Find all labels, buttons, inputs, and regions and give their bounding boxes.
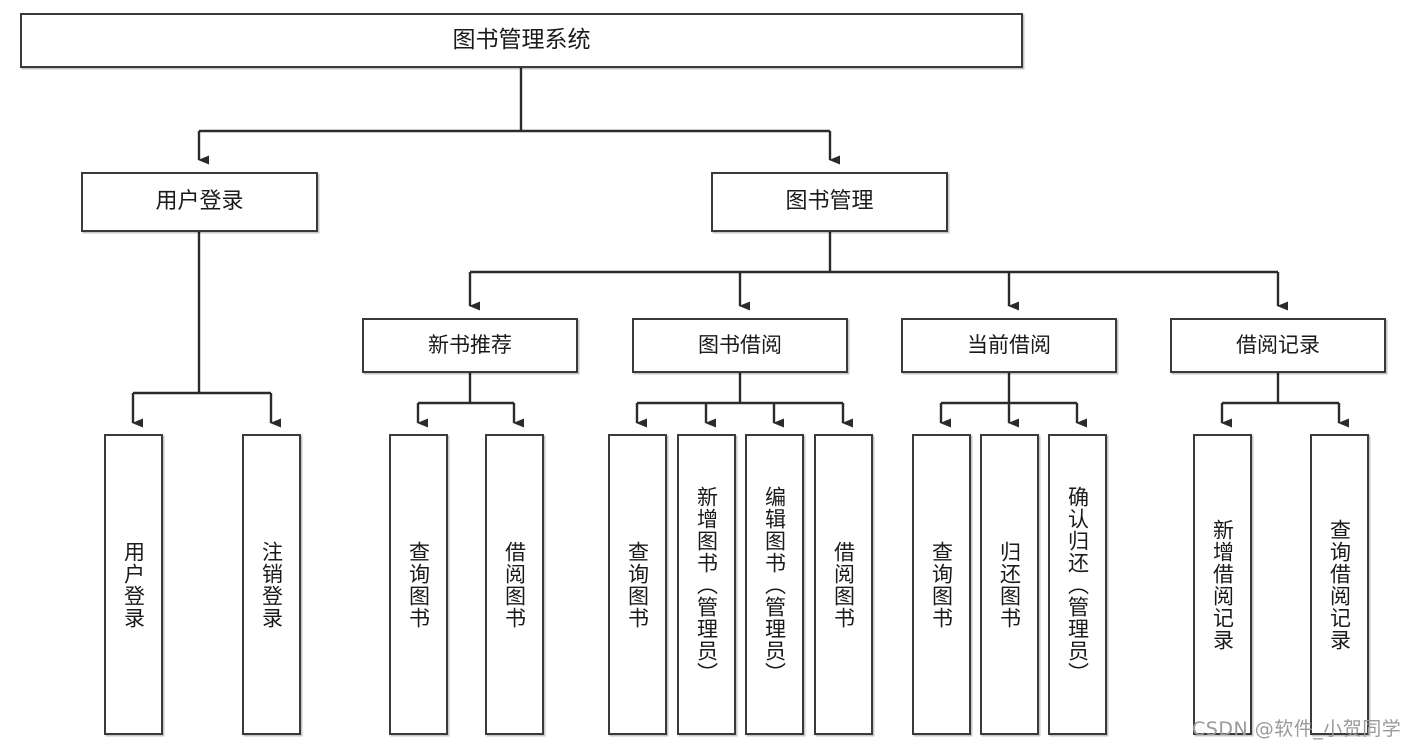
node-label: 新增图书（管理员） [694,485,719,684]
leaf-user-login-login[interactable]: 用户登录 [104,434,163,735]
leaf-new-book-borrow-book[interactable]: 借阅图书 [485,434,544,735]
node-label: 查询借阅记录 [1327,518,1352,651]
leaf-current-borrow-return-book[interactable]: 归还图书 [980,434,1039,735]
node-label: 查询图书 [929,540,954,629]
node-book-management[interactable]: 图书管理 [711,172,948,232]
node-root-book-management-system[interactable]: 图书管理系统 [20,13,1023,68]
node-current-borrow[interactable]: 当前借阅 [901,318,1117,373]
node-label: 借阅记录 [1236,332,1320,357]
node-label: 借阅图书 [502,540,527,629]
leaf-borrow-record-query-record[interactable]: 查询借阅记录 [1310,434,1369,735]
node-new-book-recommend[interactable]: 新书推荐 [362,318,578,373]
node-borrow-record[interactable]: 借阅记录 [1170,318,1386,373]
node-user-login[interactable]: 用户登录 [81,172,318,232]
node-label: 归还图书 [997,540,1022,629]
node-label: 用户登录 [155,188,244,214]
node-label: 确认归还（管理员） [1065,485,1090,684]
leaf-book-borrow-query-book[interactable]: 查询图书 [608,434,667,735]
node-label: 图书管理系统 [452,26,591,53]
leaf-book-borrow-borrow-book[interactable]: 借阅图书 [814,434,873,735]
node-label: 新书推荐 [428,332,512,357]
leaf-borrow-record-add-record[interactable]: 新增借阅记录 [1193,434,1252,735]
leaf-book-borrow-add-book-admin[interactable]: 新增图书（管理员） [677,434,736,735]
node-label: 当前借阅 [967,332,1051,357]
leaf-book-borrow-edit-book-admin[interactable]: 编辑图书（管理员） [745,434,804,735]
leaf-current-borrow-query-book[interactable]: 查询图书 [912,434,971,735]
node-label: 注销登录 [259,540,284,629]
node-label: 查询图书 [406,540,431,629]
node-label: 借阅图书 [831,540,856,629]
leaf-user-login-logout[interactable]: 注销登录 [242,434,301,735]
leaf-current-borrow-confirm-return-admin[interactable]: 确认归还（管理员） [1048,434,1107,735]
node-label: 新增借阅记录 [1210,518,1235,651]
node-label: 编辑图书（管理员） [762,485,787,684]
leaf-new-book-query-book[interactable]: 查询图书 [389,434,448,735]
node-book-borrow[interactable]: 图书借阅 [632,318,848,373]
node-label: 查询图书 [625,540,650,629]
node-label: 用户登录 [121,540,146,629]
node-label: 图书借阅 [698,332,782,357]
node-label: 图书管理 [785,188,874,214]
